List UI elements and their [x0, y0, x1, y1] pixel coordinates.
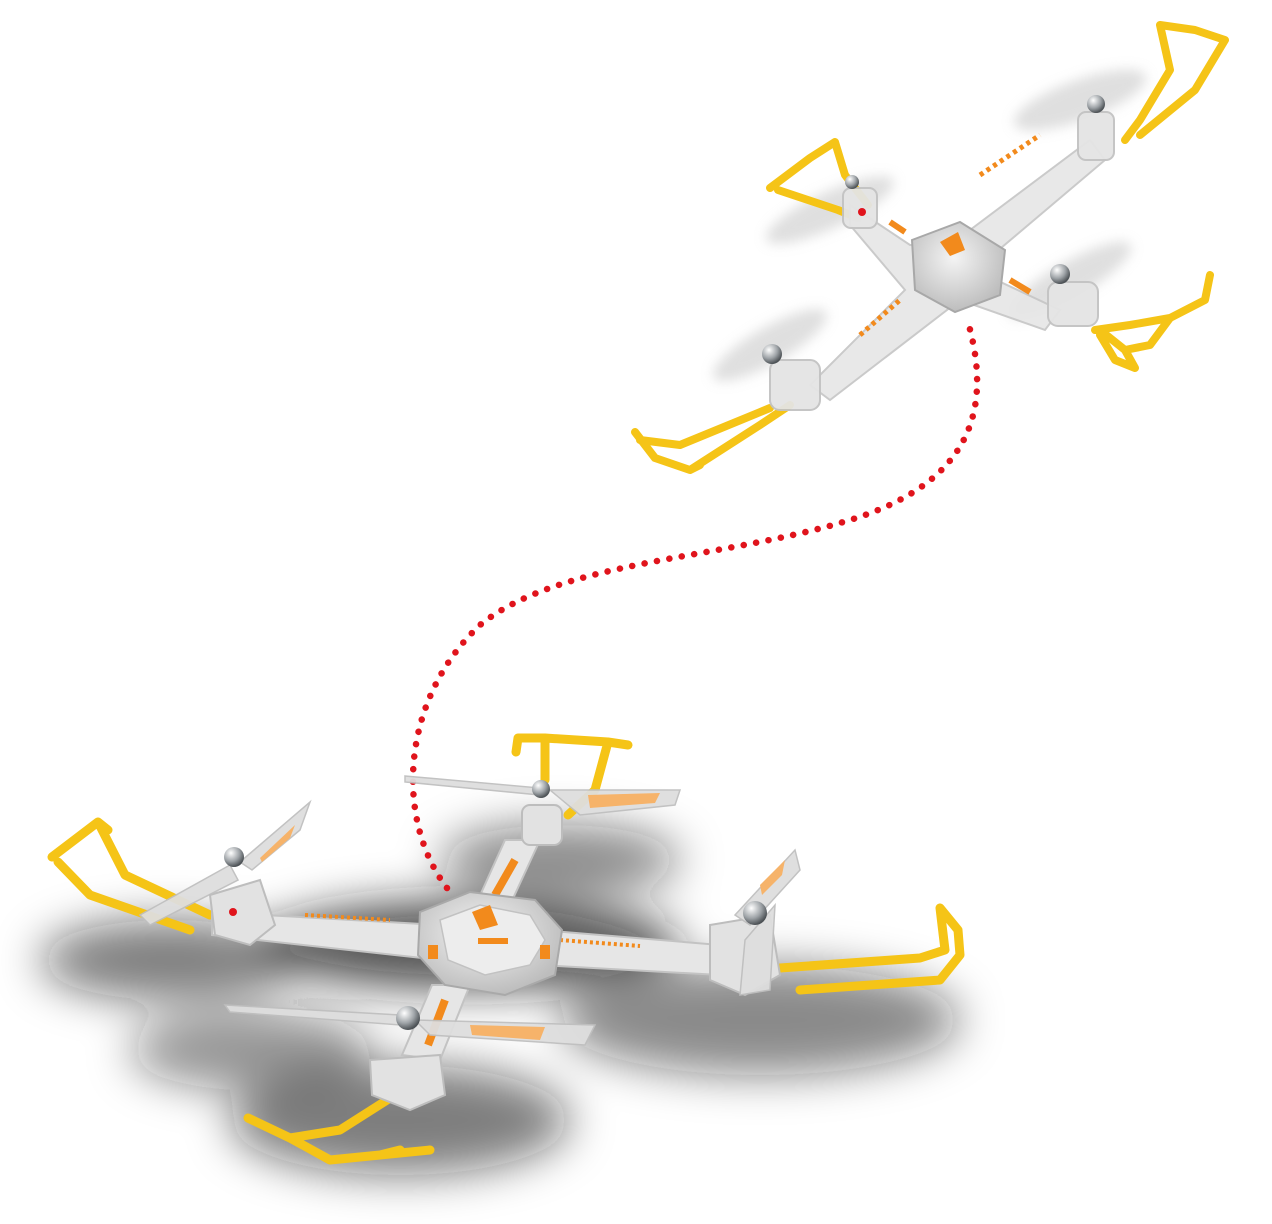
- rotor-hub: [224, 780, 767, 1030]
- motor-pod: [769, 111, 1115, 411]
- quadcopter-drone-icon: [47, 733, 965, 1165]
- rotor-hub: [762, 95, 1105, 364]
- spinning-propeller: [712, 69, 1147, 382]
- quadcopter-drone-icon: [631, 21, 1229, 474]
- dotted-trajectory-icon: [409, 318, 981, 892]
- prop-guard: [47, 733, 965, 1165]
- propeller-decal: [260, 793, 785, 1040]
- drone-body-hub: [229, 890, 564, 997]
